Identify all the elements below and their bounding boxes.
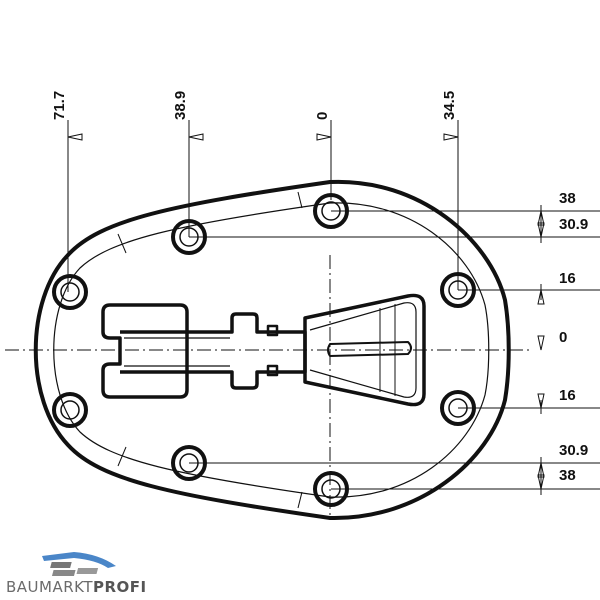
bolt-hole — [52, 274, 88, 310]
dim-label-x-right: 34.5 — [441, 91, 458, 120]
dim-label-x-left: 71.7 — [51, 91, 68, 120]
dim-label-y-zero: 0 — [559, 329, 567, 346]
dim-label-x-mid-left: 38.9 — [172, 91, 189, 120]
dim-label-y-top-outer: 38 — [559, 190, 576, 207]
bolt-hole — [52, 392, 88, 428]
logo-text: BAUMARKTPROFI — [6, 578, 147, 596]
central-slot — [101, 293, 426, 407]
dim-label-y-bottom-inner: 30.9 — [559, 442, 588, 459]
flange-ticks — [117, 191, 303, 509]
vertical-dimension-lines — [67, 120, 459, 292]
dim-label-y-top-inner: 30.9 — [559, 216, 588, 233]
dim-label-x-zero: 0 — [314, 112, 331, 120]
dim-label-y-upper: 16 — [559, 270, 576, 287]
dim-label-y-bottom-outer: 38 — [559, 467, 576, 484]
outer-plate-outline — [33, 179, 511, 521]
baumarktprofi-logo-mark — [42, 552, 116, 576]
inner-flange-outline — [53, 202, 490, 498]
logo-text-part1: BAUMARKT — [6, 578, 93, 596]
horizontal-dimension-lines — [189, 205, 600, 495]
logo-text-part2: PROFI — [93, 578, 147, 596]
dim-label-y-lower: 16 — [559, 387, 576, 404]
